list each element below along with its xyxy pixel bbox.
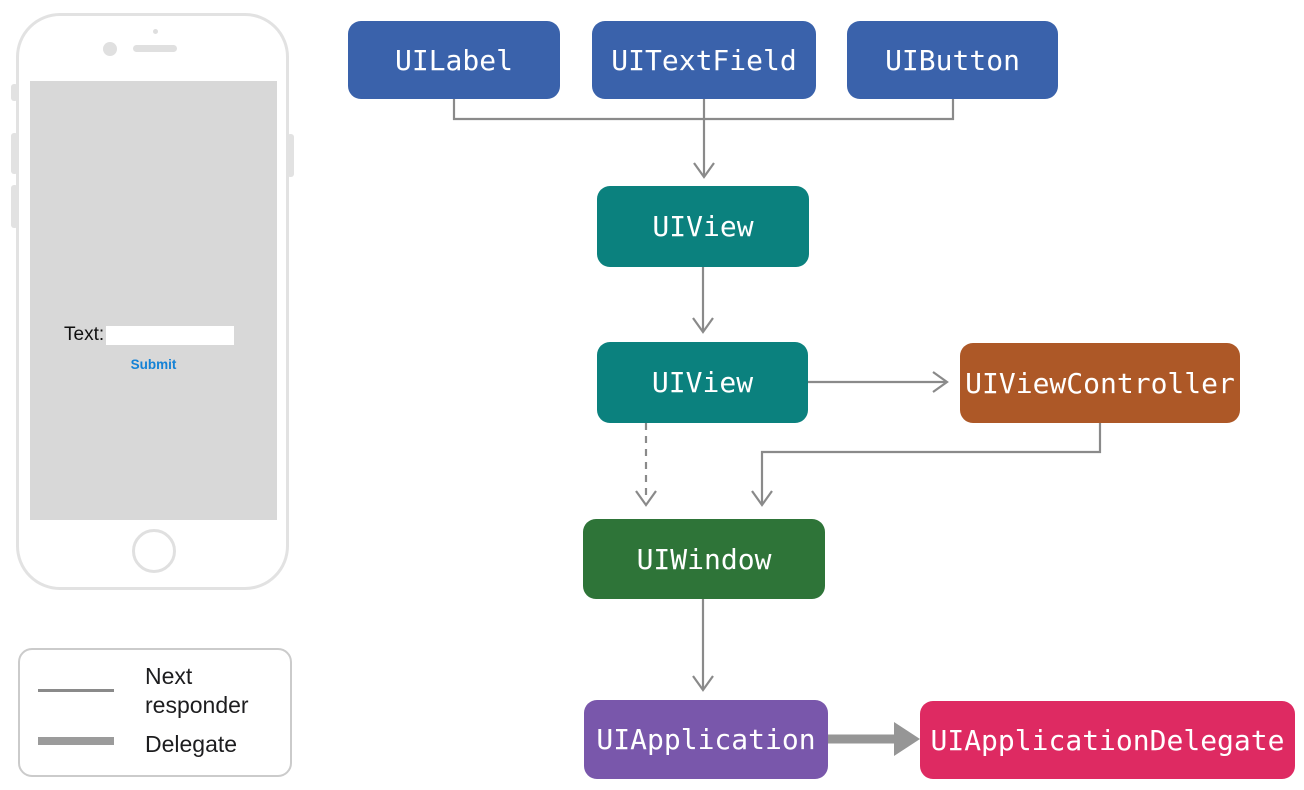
text-input[interactable] — [106, 325, 235, 345]
submit-button[interactable]: Submit — [130, 357, 177, 372]
next-responder-edges — [452, 99, 1102, 692]
legend-label-next-responder: Next responder — [145, 663, 249, 718]
phone-volume-up-button — [11, 133, 18, 174]
phone-mute-switch — [11, 84, 18, 101]
node-uiviewcontroller: UIViewController — [960, 343, 1240, 423]
phone-volume-down-button — [11, 185, 18, 228]
phone-screen: Text: Submit — [30, 81, 277, 520]
node-uitextfield: UITextField — [592, 21, 816, 99]
legend: Next responder Delegate — [18, 648, 292, 777]
legend-label-delegate: Delegate — [145, 731, 238, 757]
phone-power-button — [287, 134, 294, 177]
phone-speaker-icon — [133, 45, 177, 52]
node-uilabel: UILabel — [348, 21, 560, 99]
node-uiapplication: UIApplication — [584, 700, 828, 779]
phone-camera-icon — [103, 42, 117, 56]
node-uiwindow: UIWindow — [583, 519, 825, 599]
delegate-edge — [828, 722, 920, 756]
node-uiview-outer: UIView — [597, 186, 809, 267]
next-responder-line-swatch — [38, 689, 114, 692]
node-uibutton: UIButton — [847, 21, 1058, 99]
phone-camera-dot-icon — [153, 29, 158, 34]
node-uiview-root: UIView — [597, 342, 808, 423]
delegate-line-swatch — [38, 737, 114, 745]
node-uiapplicationdelegate: UIApplicationDelegate — [920, 701, 1295, 779]
phone-home-button — [132, 529, 176, 573]
text-field-label: Text: — [64, 324, 105, 345]
iphone-mockup: Text: Submit — [16, 13, 289, 590]
